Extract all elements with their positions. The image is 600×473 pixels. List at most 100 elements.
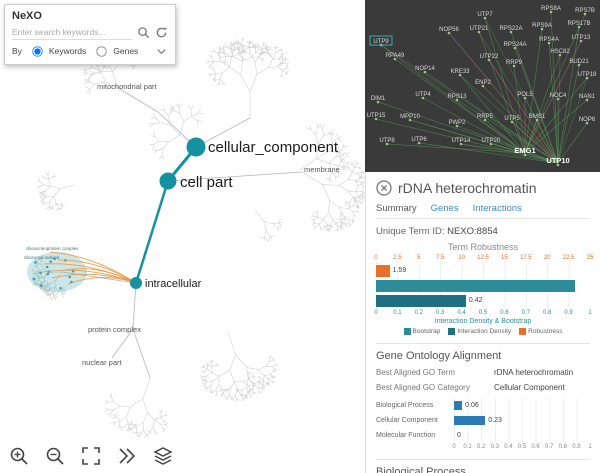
fit-view-button[interactable] <box>80 445 102 467</box>
network-node-label[interactable]: KRE33 <box>450 69 470 75</box>
network-node-dot[interactable] <box>421 96 425 100</box>
network-node-dot[interactable] <box>585 98 589 102</box>
network-node-label[interactable]: RRP5 <box>477 114 494 120</box>
network-node-dot[interactable] <box>549 10 553 14</box>
network-node-label[interactable]: UTP13 <box>572 35 591 41</box>
cluster-node-dot[interactable] <box>49 260 53 263</box>
network-node-label[interactable]: BUD21 <box>569 59 589 65</box>
network-node-dot[interactable] <box>487 58 491 62</box>
close-icon[interactable] <box>376 180 392 196</box>
network-node-label[interactable]: UTP8 <box>379 138 395 144</box>
network-node-dot[interactable] <box>483 16 487 20</box>
network-node-label[interactable]: MPP10 <box>400 114 420 120</box>
network-node-dot[interactable] <box>447 31 451 35</box>
network-node-dot[interactable] <box>455 124 459 128</box>
tab-interactions[interactable]: Interactions <box>472 203 522 214</box>
network-node-dot[interactable] <box>558 53 562 57</box>
reset-icon[interactable] <box>154 26 168 40</box>
network-node-label[interactable]: UTP4 <box>415 92 431 98</box>
network-node-label[interactable]: RPS9A <box>532 23 552 29</box>
zoom-out-button[interactable] <box>44 445 66 467</box>
network-node-label[interactable]: UTP15 <box>367 113 386 119</box>
network-node-label[interactable]: ENP2 <box>475 80 491 86</box>
network-node-dot[interactable] <box>455 98 459 102</box>
network-node-dot[interactable] <box>585 76 589 80</box>
search-input[interactable] <box>12 25 132 40</box>
network-node-dot[interactable] <box>481 84 485 88</box>
network-node-label[interactable]: RPS8A <box>541 6 561 12</box>
cluster-node-dot[interactable] <box>68 275 71 279</box>
network-node-dot[interactable] <box>585 121 589 125</box>
network-node-dot[interactable] <box>509 30 513 34</box>
network-node-dot[interactable] <box>535 118 539 122</box>
network-node-label[interactable]: PWP2 <box>448 120 466 126</box>
network-node-label[interactable]: UTP22 <box>480 54 499 60</box>
tree-node[interactable] <box>186 137 206 157</box>
network-node-dot[interactable] <box>483 118 487 122</box>
network-node-label[interactable]: EMG1 <box>514 146 535 155</box>
network-node-dot[interactable] <box>512 64 516 68</box>
network-node-dot[interactable] <box>547 41 551 45</box>
tree-label[interactable]: ribonucleoprotein complex <box>26 246 79 251</box>
network-node-dot[interactable] <box>577 63 581 67</box>
network-node-dot[interactable] <box>523 153 527 157</box>
network-node-label[interactable]: UTP14 <box>452 138 471 144</box>
tree-label[interactable]: cell part <box>180 174 233 191</box>
network-node-dot[interactable] <box>513 46 517 50</box>
network-node-dot[interactable] <box>583 12 587 16</box>
network-node-label[interactable]: UTP5 <box>504 116 520 122</box>
network-node-dot[interactable] <box>540 27 544 31</box>
layers-button[interactable] <box>152 445 174 467</box>
tree-label[interactable]: nuclear part <box>82 358 123 367</box>
network-node-dot[interactable] <box>556 97 560 101</box>
network-node-dot[interactable] <box>489 142 493 146</box>
zoom-in-button[interactable] <box>8 445 30 467</box>
tree-label[interactable]: ribosomal subunit <box>24 255 60 260</box>
cluster-node-dot[interactable] <box>32 277 36 281</box>
tree-label[interactable]: intracellular <box>145 278 202 290</box>
network-node-dot[interactable] <box>459 142 463 146</box>
tab-summary[interactable]: Summary <box>376 203 417 214</box>
network-node-label[interactable]: RPS22A <box>499 26 522 32</box>
hierarchy-layout-button[interactable] <box>116 445 138 467</box>
network-node-label[interactable]: RPS24A <box>503 42 526 48</box>
network-node-label[interactable]: RPS17B <box>567 21 590 27</box>
cluster-node-dot[interactable] <box>40 284 43 287</box>
radio-genes[interactable] <box>96 45 107 57</box>
network-node-dot[interactable] <box>458 73 462 77</box>
search-icon[interactable] <box>136 26 150 40</box>
network-node-dot[interactable] <box>423 70 427 74</box>
network-node-label[interactable]: UTP21 <box>470 26 489 32</box>
network-node-label[interactable]: RPA49 <box>386 53 405 59</box>
tree-node[interactable] <box>159 172 177 190</box>
network-node-label[interactable]: UTP20 <box>482 138 501 144</box>
network-node-label[interactable]: NAN1 <box>579 94 596 100</box>
network-node-label[interactable]: NOP6 <box>579 117 596 123</box>
network-node-label[interactable]: RPS13 <box>447 94 467 100</box>
network-node-label[interactable]: UTP9 <box>373 39 389 45</box>
cluster-node-dot[interactable] <box>39 271 42 275</box>
tree-node[interactable] <box>130 277 142 289</box>
network-node-label[interactable]: NOP56 <box>439 27 459 33</box>
network-node-dot[interactable] <box>417 141 421 145</box>
network-node-dot[interactable] <box>385 142 389 146</box>
tree-label[interactable]: protein complex <box>88 325 141 334</box>
network-node-dot[interactable] <box>376 100 380 104</box>
tab-genes[interactable]: Genes <box>430 203 459 214</box>
chevron-down-icon[interactable] <box>154 44 168 58</box>
network-node-dot[interactable] <box>579 39 583 43</box>
network-node-dot[interactable] <box>477 30 481 34</box>
cluster-node-dot[interactable] <box>59 287 62 290</box>
network-node-label[interactable]: DIM1 <box>371 96 386 102</box>
network-node-dot[interactable] <box>510 120 514 124</box>
cluster-node-dot[interactable] <box>34 261 37 264</box>
network-node-label[interactable]: UTP6 <box>411 137 427 143</box>
network-node-label[interactable]: RPS7B <box>575 8 595 14</box>
ontology-tree-canvas[interactable]: mitochondrial partcellular_componentcell… <box>0 0 365 473</box>
network-node-dot[interactable] <box>577 25 581 29</box>
network-node-label[interactable]: BMS1 <box>529 114 546 120</box>
tree-label[interactable]: membrane <box>304 165 340 174</box>
